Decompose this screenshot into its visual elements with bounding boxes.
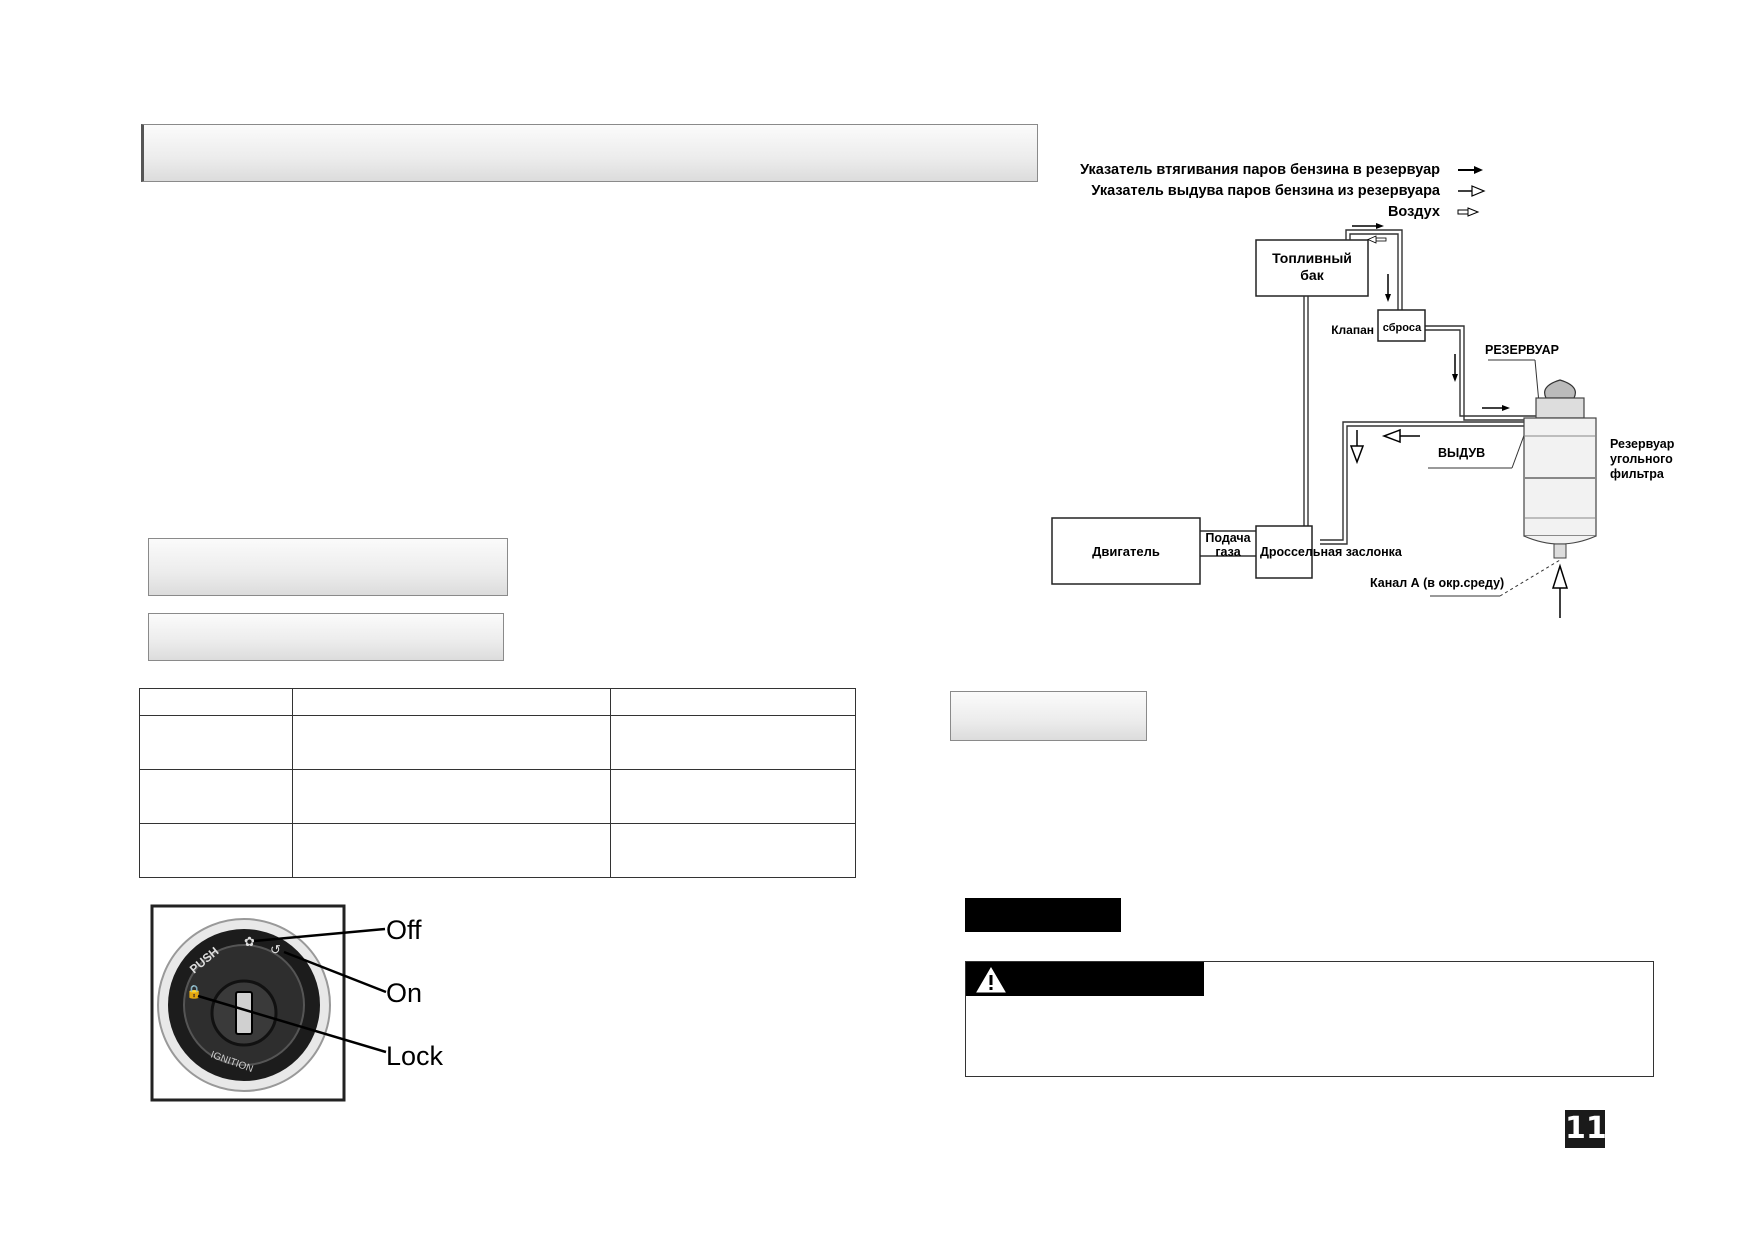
off-symbol-icon: ✿ <box>244 934 255 949</box>
flow-arrow-icon <box>1385 274 1391 302</box>
table-cell <box>139 769 293 824</box>
table-cell <box>610 688 856 716</box>
throttle-feed-label-1: Подача <box>1205 531 1251 545</box>
ignition-switch-figure: PUSH IGNITION ✿ ↺ 🔒 Off On Lock <box>150 904 444 1102</box>
table-cell <box>139 715 293 770</box>
table-cell <box>292 823 611 878</box>
flow-arrow-icon <box>1349 430 1365 465</box>
table-cell <box>610 769 856 824</box>
relief-valve-box <box>1377 309 1426 342</box>
table-cell <box>292 769 611 824</box>
legend-intake-arrow-icon <box>1458 166 1483 174</box>
lock-leader-line <box>197 994 387 1054</box>
note-heading-bar <box>965 898 1121 932</box>
flow-arrow-icon <box>1452 354 1458 382</box>
on-leader-line <box>283 950 387 994</box>
table-row <box>139 715 856 770</box>
charcoal-canister <box>1523 379 1597 559</box>
section-header-bar-right <box>950 691 1147 741</box>
fuel-tank-label-2: бак <box>1300 267 1324 283</box>
legend-exhaust-arrow-icon <box>1458 185 1486 197</box>
subsection-header-bar-1 <box>148 538 508 596</box>
warning-box <box>965 961 1654 1077</box>
section-header-bar <box>141 124 1038 182</box>
spec-table <box>139 688 856 878</box>
engine-box <box>1051 517 1201 585</box>
flow-arrow-icon <box>1381 428 1420 444</box>
engine-label: Двигатель <box>1092 544 1160 559</box>
table-cell <box>292 715 611 770</box>
table-cell <box>292 688 611 716</box>
on-symbol-icon: ↺ <box>270 942 281 957</box>
off-leader-line <box>253 927 386 943</box>
channel-a-label: Канал А (в окр.среду) <box>1370 576 1504 590</box>
warning-triangle-icon <box>976 967 1006 993</box>
blowout-label: ВЫДУВ <box>1438 446 1485 460</box>
flow-arrow-icon <box>1367 235 1387 244</box>
legend-air-arrow-icon <box>1457 207 1480 217</box>
table-row <box>139 823 856 878</box>
table-cell <box>139 823 293 878</box>
throttle-body-box <box>1255 525 1313 579</box>
on-label: On <box>386 978 422 1008</box>
table-cell <box>610 715 856 770</box>
off-label: Off <box>386 915 422 945</box>
legend-air: Воздух <box>1388 204 1440 220</box>
fuel-tank-box <box>1255 239 1369 297</box>
table-row <box>139 769 856 824</box>
fuel-tank-label-1: Топливный <box>1272 250 1352 266</box>
throttle-feed-label-2: газа <box>1215 545 1241 559</box>
lock-label: Lock <box>386 1041 444 1071</box>
lock-symbol-icon: 🔒 <box>186 984 202 999</box>
subsection-header-bar-2 <box>148 613 504 661</box>
canister-label-1: Резервуар <box>1610 437 1675 451</box>
canister-label-3: фильтра <box>1610 467 1665 481</box>
reservoir-label: РЕЗЕРВУАР <box>1485 343 1559 357</box>
table-cell <box>610 823 856 878</box>
throttle-valve-label: Дроссельная заслонка <box>1260 545 1403 559</box>
key-slot <box>235 991 253 1035</box>
evap-system-diagram: Указатель втягивания паров бензина в рез… <box>1051 162 1675 618</box>
evap-pipes <box>1200 229 1540 557</box>
canister-label-2: угольного <box>1610 452 1673 466</box>
flow-arrow-icon <box>1482 405 1510 411</box>
table-cell <box>139 688 293 716</box>
air-inlet-arrow-icon <box>1551 563 1569 618</box>
warning-header-bar <box>966 962 1204 996</box>
flow-arrow-icon <box>1352 223 1384 229</box>
page-number: 11 <box>1565 1110 1607 1148</box>
valve-label: Клапан <box>1331 323 1374 337</box>
legend-intake: Указатель втягивания паров бензина в рез… <box>1080 162 1440 178</box>
relief-valve-box-label: сброса <box>1383 322 1422 334</box>
table-row <box>139 688 856 716</box>
legend-exhaust: Указатель выдува паров бензина из резерв… <box>1091 183 1441 199</box>
